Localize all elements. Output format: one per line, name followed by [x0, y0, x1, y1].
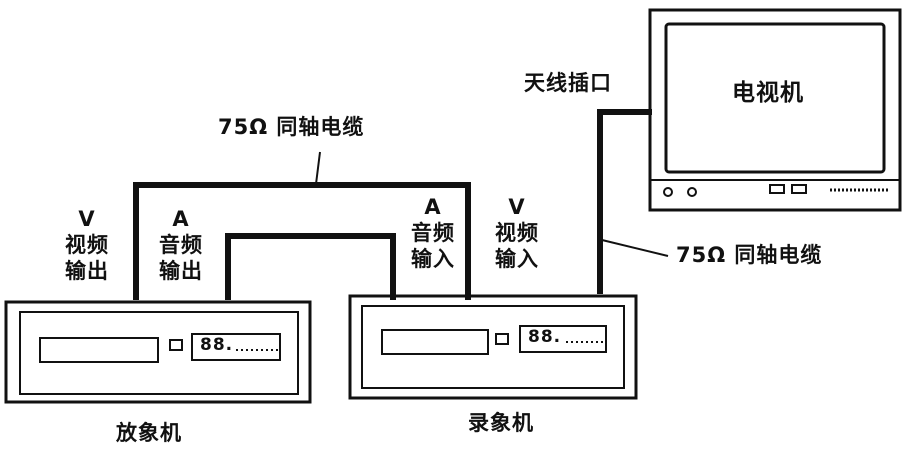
player-label: 放象机 — [116, 421, 182, 445]
port-line2: 输出 — [65, 259, 109, 283]
port-line1: 音频 — [411, 221, 455, 245]
recorder-video-in-label: V 视频 输入 — [482, 194, 552, 272]
port-letter: V — [78, 207, 96, 231]
player-vcr — [4, 300, 312, 404]
tv-set — [648, 8, 902, 212]
port-letter: A — [424, 195, 442, 219]
coax-cable-top — [133, 182, 471, 300]
cable-right-label: 75Ω 同轴电缆 — [676, 243, 823, 267]
port-letter: A — [172, 207, 190, 231]
player-audio-out-label: A 音频 输出 — [146, 206, 216, 284]
tv-knob-icon — [687, 187, 697, 197]
port-line2: 输入 — [411, 247, 455, 271]
recorder-audio-in-label: A 音频 输入 — [398, 194, 468, 272]
audio-cable — [225, 233, 396, 300]
port-letter: V — [508, 195, 526, 219]
player-display — [191, 333, 281, 361]
recorder-display — [519, 325, 607, 353]
recorder-label: 录象机 — [468, 411, 534, 435]
recorder-vcr — [348, 294, 638, 400]
cassette-slot — [39, 337, 159, 363]
coax-cable-right — [597, 109, 652, 294]
cable-label-leader — [315, 151, 321, 185]
recorder-display-digits: 88. — [528, 327, 562, 347]
port-line2: 输入 — [495, 247, 539, 271]
player-display-digits: 88. — [200, 335, 234, 355]
port-line1: 视频 — [65, 233, 109, 257]
port-line2: 输出 — [159, 259, 203, 283]
port-line1: 音频 — [159, 233, 203, 257]
antenna-port-label: 天线插口 — [524, 71, 612, 95]
player-video-out-label: V 视频 输出 — [52, 206, 122, 284]
cable-label-leader — [601, 239, 669, 257]
port-line1: 视频 — [495, 221, 539, 245]
cassette-slot — [381, 329, 489, 355]
cable-top-label: 75Ω 同轴电缆 — [218, 115, 365, 139]
tv-label: 电视机 — [732, 80, 804, 106]
tv-knob-icon — [663, 187, 673, 197]
